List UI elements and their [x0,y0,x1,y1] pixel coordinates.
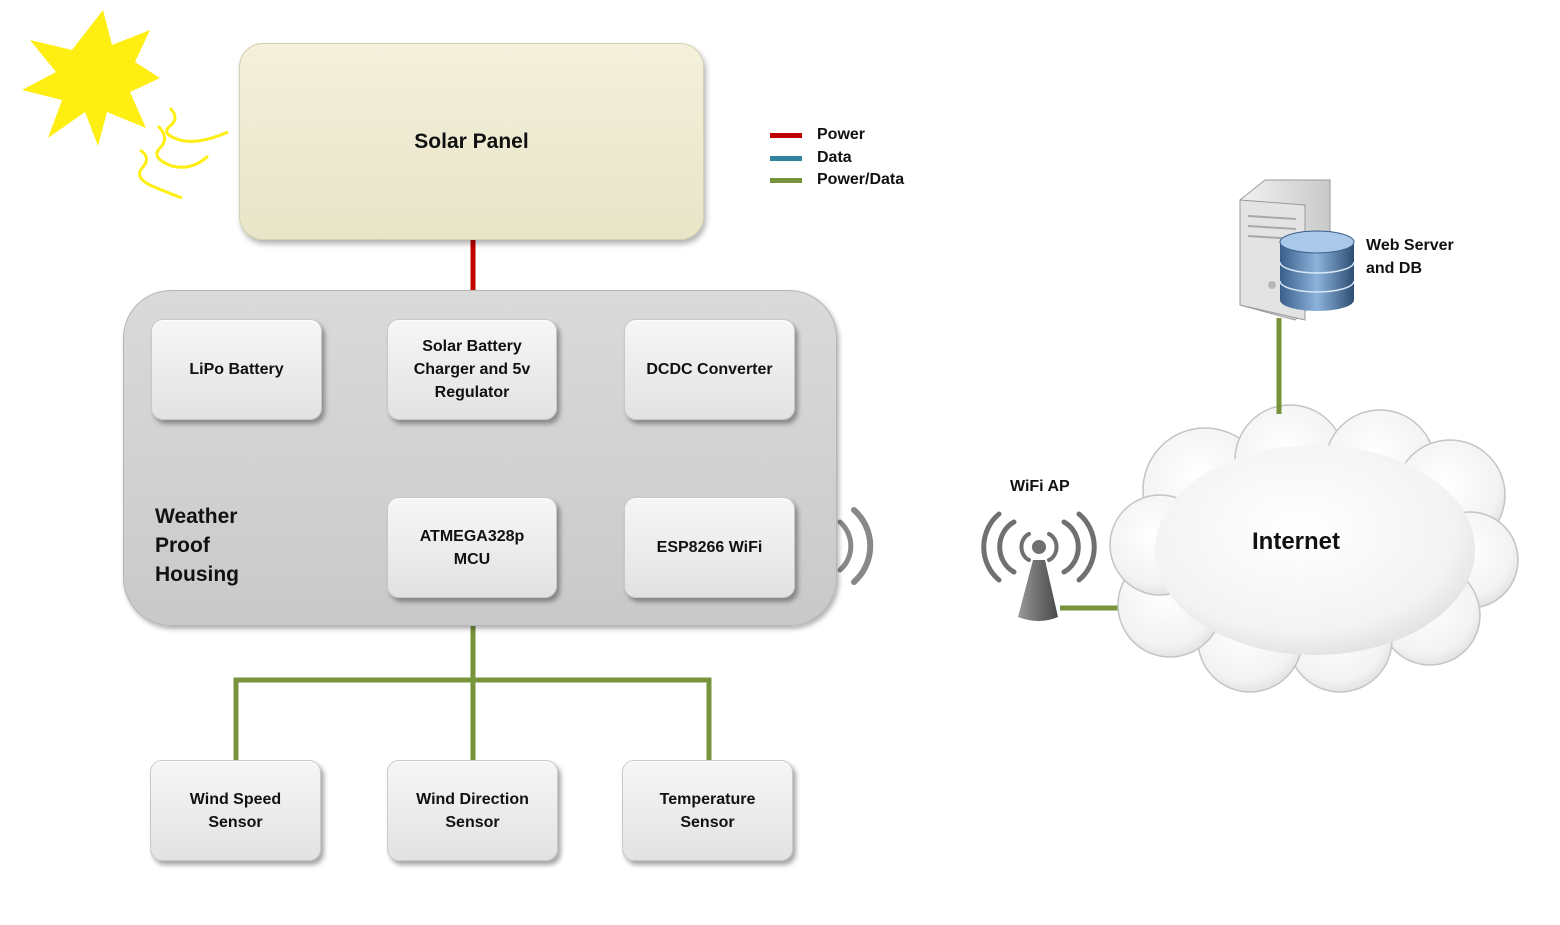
legend-swatch-power [770,133,802,138]
solar-panel-label: Solar Panel [414,129,529,153]
temperature-sensor-box: Temperature Sensor [622,760,793,861]
mcu-box: ATMEGA328p MCU [387,497,557,598]
sun-icon [22,10,229,200]
charger-regulator-box: Solar Battery Charger and 5v Regulator [387,319,557,420]
internet-label: Internet [1252,528,1341,555]
dcdc-converter-box: DCDC Converter [624,319,795,420]
solar-panel-box: Solar Panel [239,43,704,240]
housing-label: Weather Proof Housing [155,505,239,586]
lipo-battery-label: LiPo Battery [189,361,284,378]
legend-swatch-power-data [770,178,802,183]
wind-speed-sensor-label: Wind Speed Sensor [189,790,282,831]
wind-speed-sensor-box: Wind Speed Sensor [150,760,321,861]
legend-label-power-data: Power/Data [817,171,905,188]
cloud-icon [1109,404,1519,693]
legend-label-power: Power [817,126,866,143]
wifi-antenna-icon [981,511,1097,621]
temperature-sensor-label: Temperature Sensor [659,790,756,831]
legend-swatch-data [770,155,802,161]
dcdc-converter-label: DCDC Converter [646,361,773,378]
lipo-battery-box: LiPo Battery [151,319,322,420]
legend-label-data: Data [817,148,852,166]
esp8266-box: ESP8266 WiFi [624,497,795,598]
wind-direction-sensor-box: Wind Direction Sensor [387,760,558,861]
database-icon [1279,230,1355,311]
web-server-db-label: Web Server and DB [1366,237,1454,277]
wifi-ap-label: WiFi AP [1010,478,1070,495]
esp8266-label: ESP8266 WiFi [656,539,763,556]
charger-regulator-label: Solar Battery Charger and 5v Regulator [413,338,531,401]
mcu-label: ATMEGA328p MCU [419,527,525,568]
wind-direction-sensor-label: Wind Direction Sensor [416,790,529,831]
